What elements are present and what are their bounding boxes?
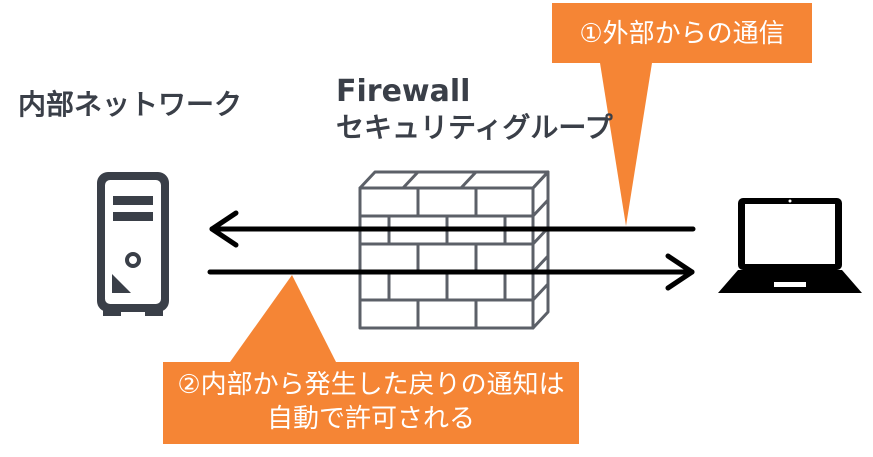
callout-incoming bbox=[552, 3, 812, 226]
internal-network-label: 内部ネットワーク bbox=[18, 88, 243, 121]
brick-wall-icon bbox=[358, 170, 550, 330]
arrow-incoming bbox=[209, 210, 696, 248]
callout-return-line1: ②内部から発生した戻りの通知は bbox=[177, 370, 565, 400]
laptop-icon bbox=[718, 198, 862, 293]
firewall-title: Firewall bbox=[336, 74, 471, 109]
callout-incoming-text: ①外部からの通信 bbox=[579, 19, 785, 49]
server-icon bbox=[97, 172, 169, 316]
callout-return bbox=[163, 275, 579, 444]
firewall-subtitle: セキュリティグループ bbox=[336, 111, 613, 144]
callout-return-text: ②内部から発生した戻りの通知は 自動で許可される bbox=[163, 368, 579, 436]
arrow-return bbox=[207, 253, 695, 291]
callout-return-line2: 自動で許可される bbox=[266, 404, 475, 434]
